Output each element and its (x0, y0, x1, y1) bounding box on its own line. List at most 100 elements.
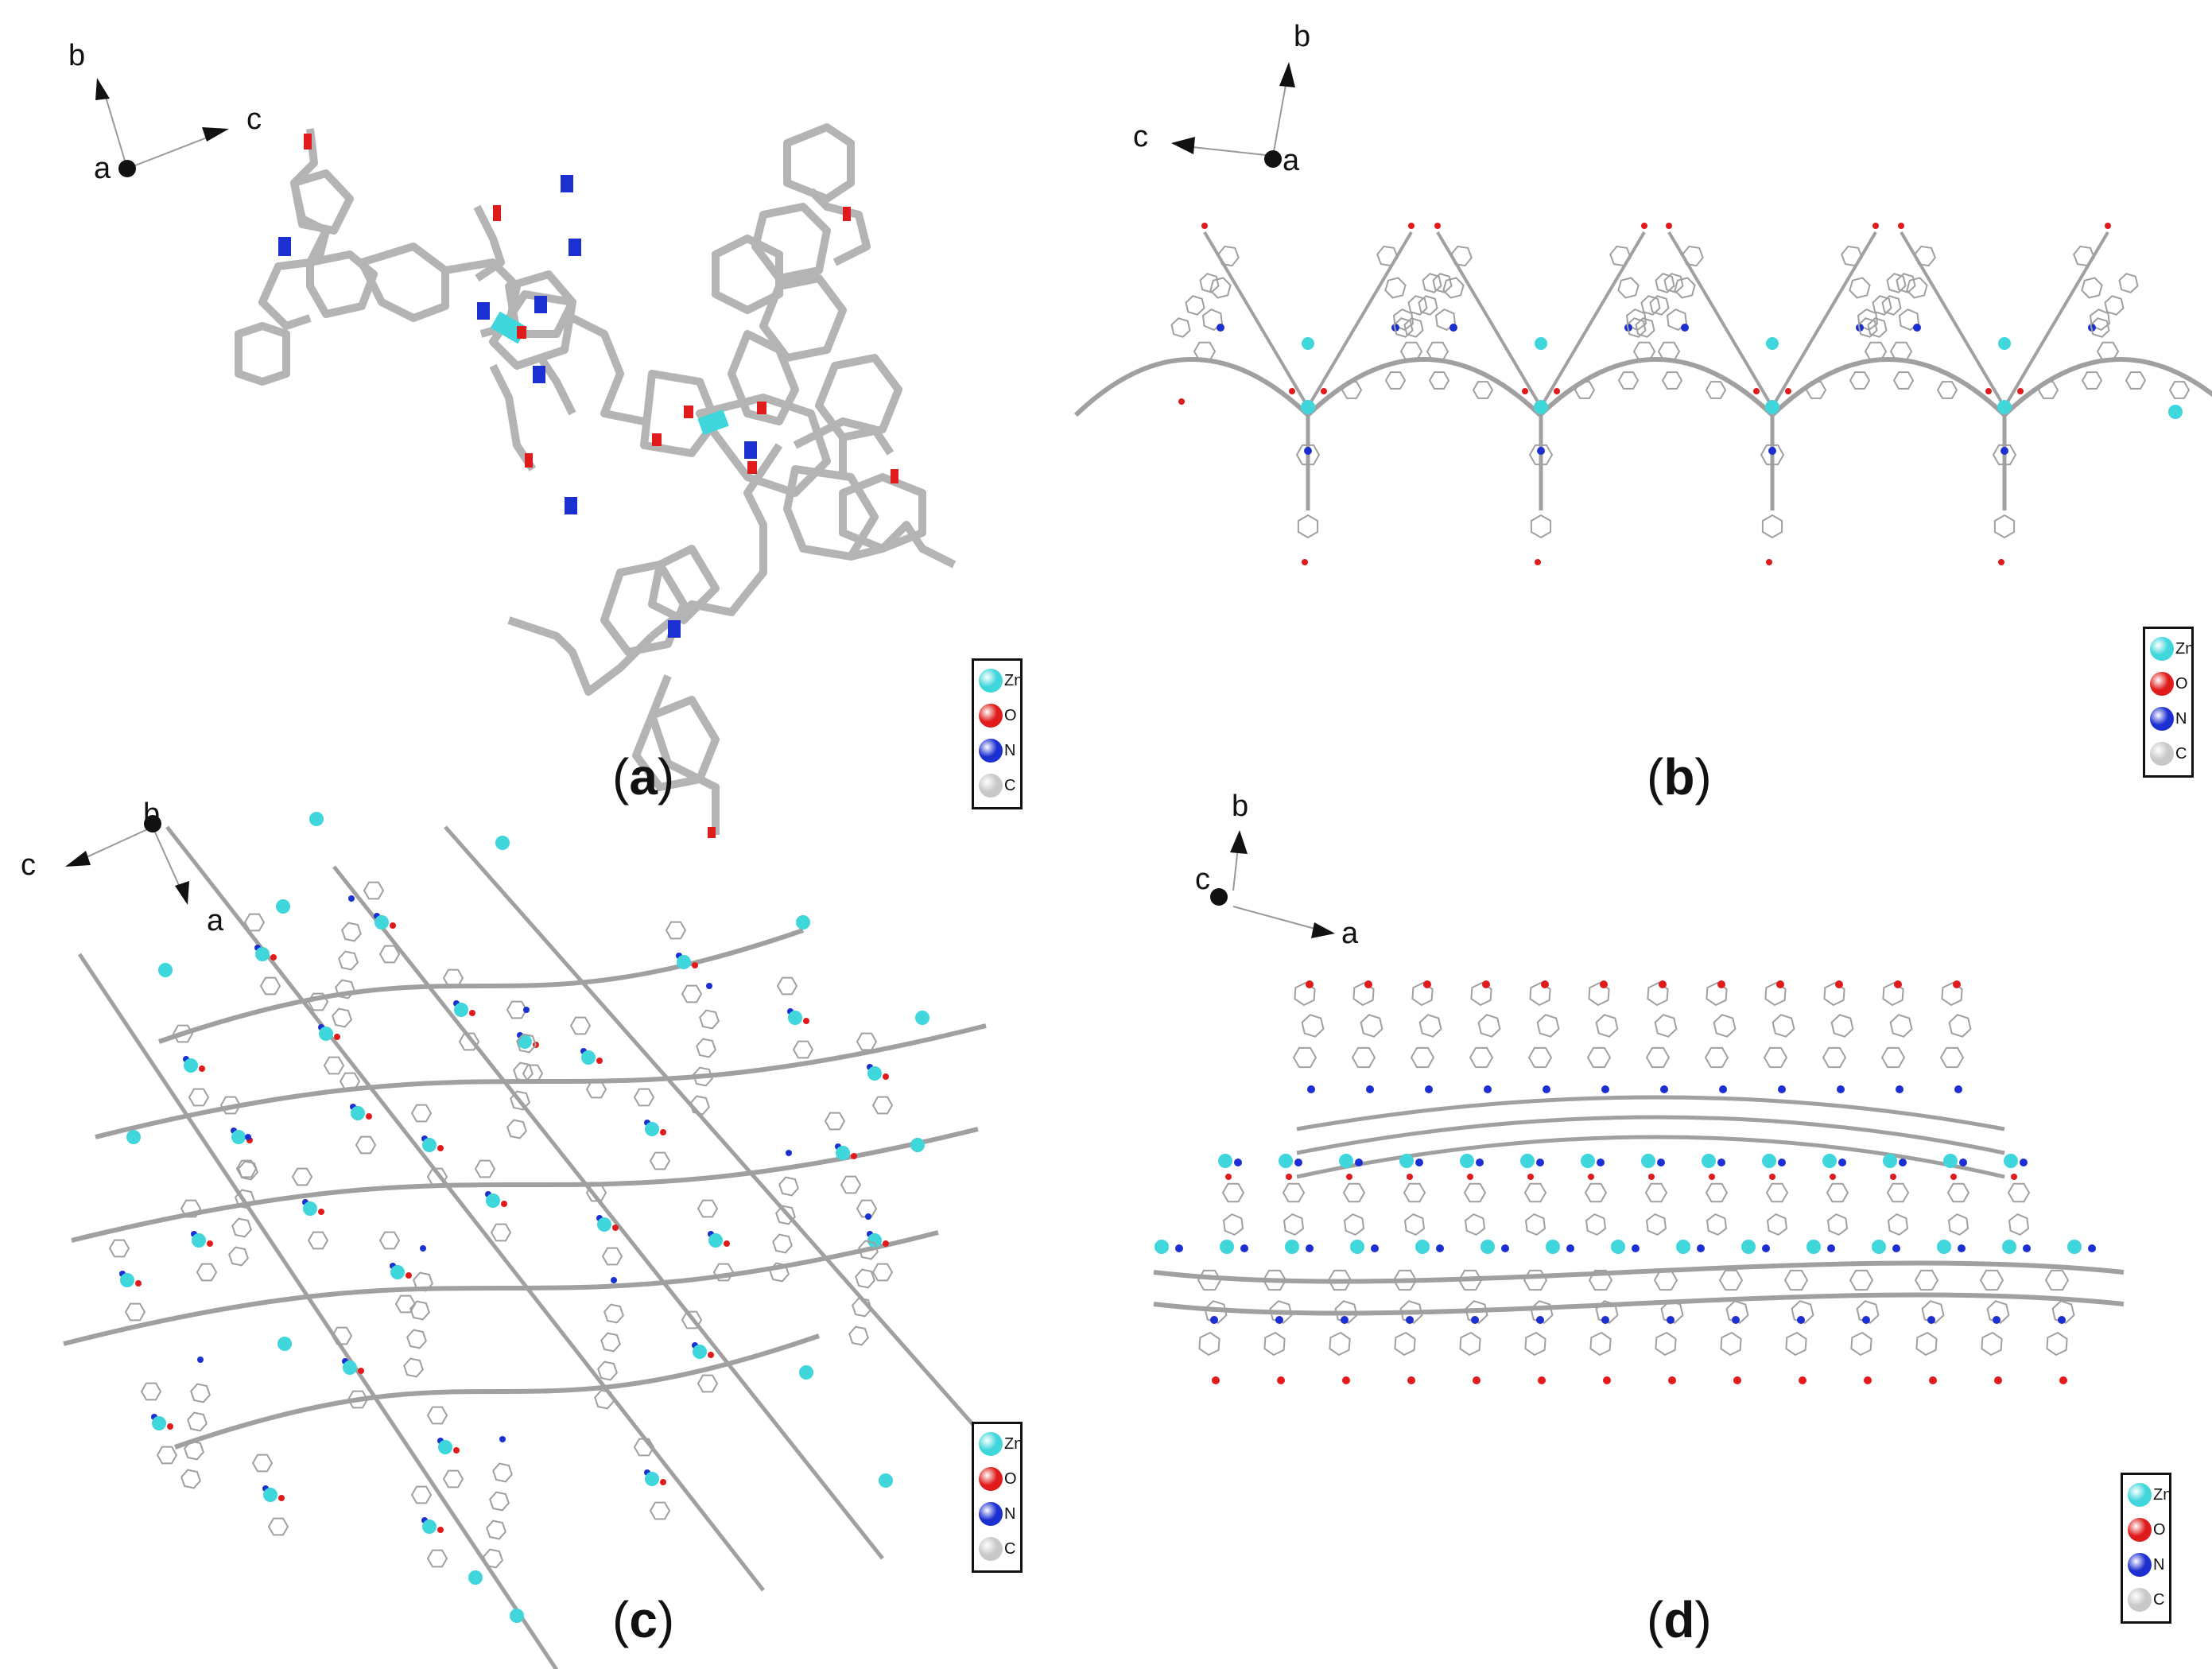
legend-ball-icon (2150, 707, 2174, 731)
o-atom (1929, 1376, 1937, 1384)
n-atom (2088, 1244, 2096, 1252)
aromatic-ring (1706, 1213, 1728, 1236)
aromatic-ring (1979, 1269, 2004, 1291)
n-atom (1240, 1244, 1248, 1252)
aromatic-ring (409, 1300, 430, 1321)
n-atom (1697, 1244, 1705, 1252)
aromatic-ring (335, 979, 355, 999)
aromatic-ring (1536, 1014, 1560, 1038)
o-atom (1864, 1376, 1872, 1384)
zn-atom (231, 1130, 246, 1144)
zn-atom (2004, 1154, 2018, 1168)
n-atom (1601, 1085, 1609, 1093)
aromatic-ring (1442, 277, 1465, 299)
aromatic-ring (1725, 1300, 1749, 1324)
caption-open: ( (612, 748, 630, 805)
axis-label-first: b (1232, 790, 1248, 823)
zn-atom (1302, 337, 1314, 350)
aromatic-ring (1632, 341, 1656, 362)
aromatic-ring (1666, 308, 1688, 332)
zn-atom (1641, 1154, 1655, 1168)
aromatic-ring (410, 1485, 433, 1504)
o-atom (1201, 223, 1208, 229)
o-atom (1668, 1376, 1676, 1384)
o-atom (612, 1225, 619, 1231)
zn-atom (263, 1488, 277, 1502)
aromatic-ring (1434, 308, 1457, 332)
axis-label-second: a (1341, 917, 1359, 950)
aromatic-ring (1185, 295, 1205, 316)
n-atom (1425, 1085, 1433, 1093)
legend-row: O (977, 1464, 1023, 1496)
aromatic-ring (426, 1167, 448, 1186)
aromatic-ring (1523, 1269, 1548, 1291)
aromatic-ring (1209, 277, 1232, 299)
zn-atom (581, 1050, 596, 1065)
aromatic-ring (108, 1239, 130, 1258)
o-atom (692, 962, 698, 968)
o-atom (1346, 1174, 1352, 1180)
o-atom (1769, 1174, 1775, 1180)
axis-view-dot (144, 815, 161, 833)
aromatic-ring (2051, 1300, 2075, 1324)
aromatic-ring (486, 1520, 506, 1540)
o-atom (1666, 223, 1672, 229)
n-atom (1210, 1316, 1218, 1324)
aromatic-ring (1393, 317, 1414, 338)
aromatic-ring (516, 1033, 537, 1054)
n-atom (1667, 1316, 1675, 1324)
axis-triad-a: b c a (68, 39, 262, 185)
aromatic-ring (601, 1247, 623, 1266)
o-atom (2105, 223, 2111, 229)
zn-atom (677, 955, 691, 969)
aromatic-ring (235, 1159, 258, 1178)
n-atom (1778, 1085, 1786, 1093)
aromatic-ring (1765, 1182, 1789, 1203)
zn-atom (867, 1066, 882, 1081)
o-atom (724, 1240, 730, 1247)
o-atom (1799, 1376, 1806, 1384)
n-atom (1837, 1085, 1845, 1093)
aromatic-ring (506, 1000, 528, 1019)
aromatic-ring (2037, 381, 2059, 399)
n-atom (1436, 1244, 1444, 1252)
zn-atom (422, 1520, 437, 1534)
zn-atom (1339, 1154, 1353, 1168)
n-atom (1371, 1244, 1379, 1252)
o-atom (1306, 980, 1314, 988)
o-atom (318, 1209, 324, 1215)
aromatic-ring (2125, 371, 2147, 390)
n-atom (1768, 447, 1776, 455)
zn-atom (788, 1011, 802, 1025)
n-atom (1306, 1244, 1314, 1252)
o-atom (390, 922, 396, 929)
aromatic-ring (1588, 1269, 1613, 1291)
n-atom (1304, 447, 1312, 455)
panel-caption: (d) (1647, 1590, 1712, 1649)
legend-row: Zn (977, 666, 1023, 697)
n-atom (1217, 324, 1224, 332)
zn-atom (1937, 1240, 1951, 1254)
zn-atom (1218, 1154, 1232, 1168)
panel-caption: (c) (612, 1590, 674, 1649)
zn-atom (1415, 1240, 1430, 1254)
aromatic-ring (855, 1268, 875, 1289)
aromatic-ring (1805, 381, 1827, 399)
aromatic-ring (1857, 317, 1878, 338)
aromatic-ring (2081, 277, 2103, 299)
o-atom (406, 1272, 412, 1279)
aromatic-ring (2089, 308, 2111, 332)
aromatic-ring (1655, 1331, 1677, 1357)
o-atom (2059, 1376, 2067, 1384)
legend-row: O (2148, 669, 2195, 701)
aromatic-ring (251, 1454, 274, 1473)
zn-atom (1220, 1240, 1234, 1254)
aromatic-ring (1783, 1269, 1809, 1291)
aromatic-ring (180, 1469, 201, 1489)
aromatic-ring (307, 992, 329, 1011)
zn-atom (277, 1337, 292, 1351)
zn-atom (309, 812, 324, 826)
zn-atom (645, 1122, 659, 1136)
